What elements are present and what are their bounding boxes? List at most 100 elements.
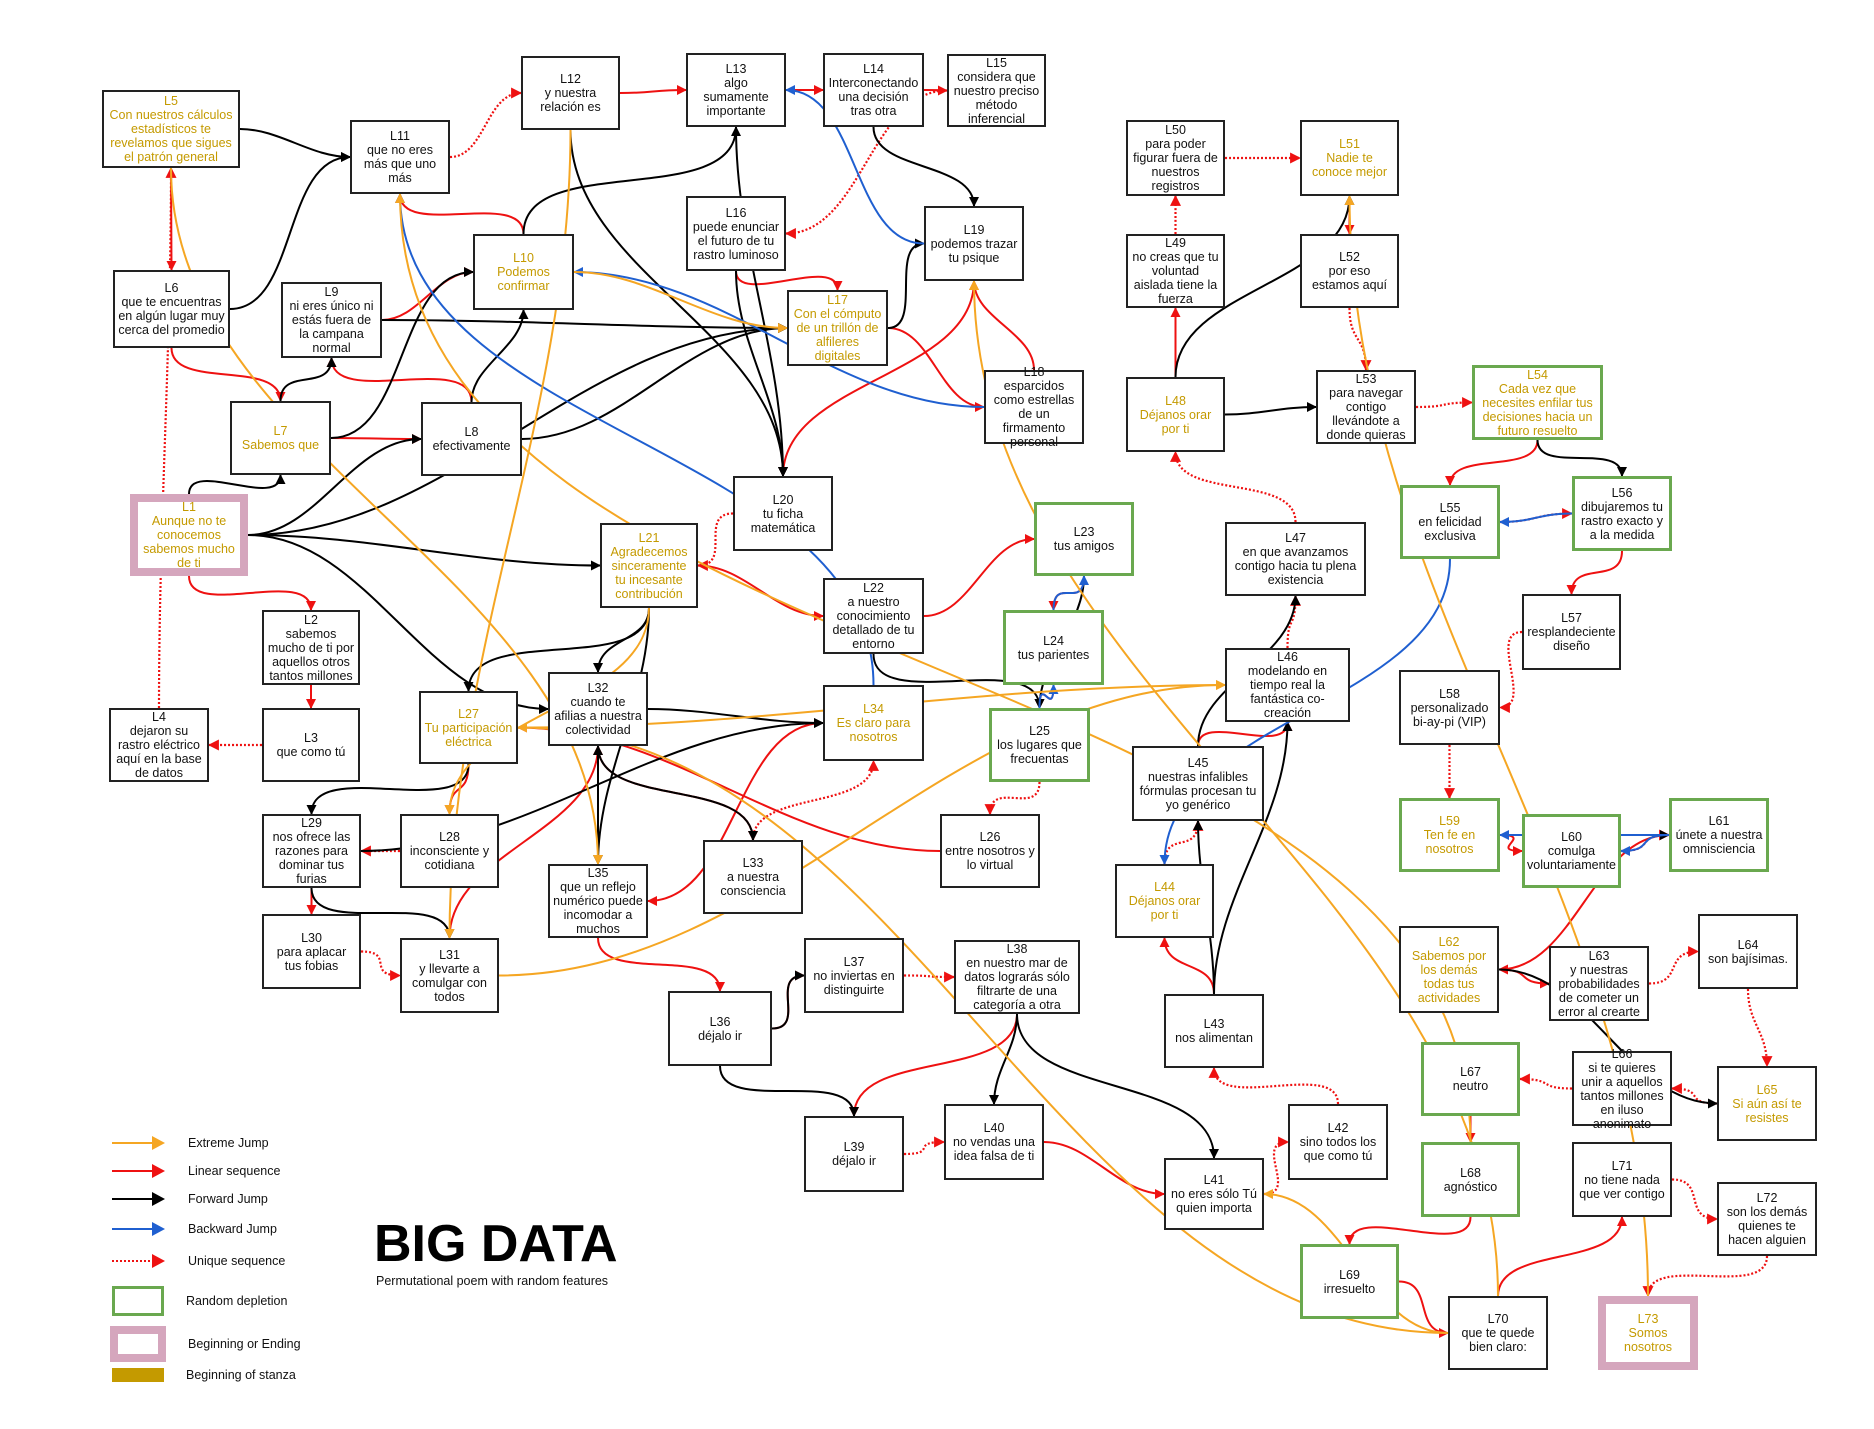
node-id: L18 bbox=[1023, 365, 1045, 379]
legend-label: Unique sequence bbox=[188, 1254, 286, 1268]
legend-item-linear: Linear sequence bbox=[110, 1162, 280, 1180]
node-text: tus amigos bbox=[1053, 539, 1115, 553]
legend-item-random: Random depletion bbox=[110, 1286, 287, 1316]
edge-unique-l53-l54 bbox=[1415, 397, 1474, 409]
edge-unique-l15-l16 bbox=[784, 89, 948, 239]
node-id: L51 bbox=[1339, 137, 1360, 151]
node-text: agnóstico bbox=[1443, 1179, 1498, 1194]
node-id: L37 bbox=[843, 954, 865, 969]
node-text: irresuelto bbox=[1323, 1281, 1376, 1296]
node-text: para navegar contigo llevándote a donde … bbox=[1326, 386, 1406, 442]
node-id: L35 bbox=[587, 866, 609, 880]
arrow-extreme-icon bbox=[112, 1136, 165, 1150]
edge-backward-l24-l23 bbox=[1052, 575, 1089, 611]
legend-item-extreme: Extreme Jump bbox=[110, 1134, 269, 1152]
edge-unique-l41-l42 bbox=[1263, 1136, 1290, 1196]
edge-forward-l7-l9 bbox=[279, 357, 337, 402]
edge-linear-l10-l11 bbox=[395, 193, 525, 235]
node-text: puede enunciar el futuro de tu rastro lu… bbox=[692, 219, 780, 262]
edge-forward-l43-l46 bbox=[1213, 721, 1293, 995]
edge-linear-l40-l41 bbox=[1043, 1141, 1165, 1199]
edge-forward-l9-l17 bbox=[381, 319, 788, 333]
node-id: L9 bbox=[324, 285, 339, 299]
node-text: por eso estamos aquí bbox=[1311, 264, 1388, 292]
node-text: neutro bbox=[1452, 1079, 1489, 1093]
diagram-title: BIG DATA bbox=[374, 1215, 618, 1273]
